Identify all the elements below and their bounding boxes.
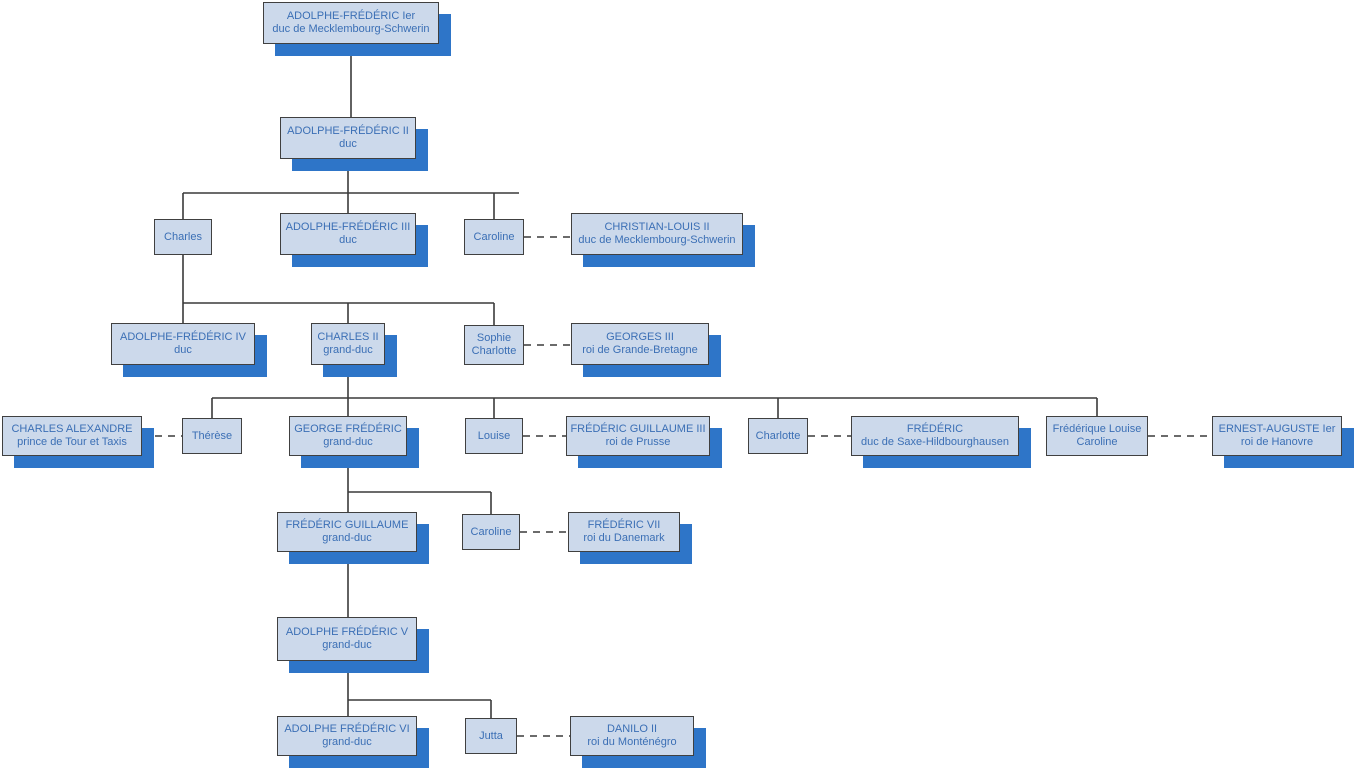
person-name: FRÉDÉRIC VII [587, 519, 661, 531]
person-name: ADOLPHE-FRÉDÉRIC IV [120, 331, 246, 343]
person-node[interactable]: Caroline [464, 219, 524, 255]
person-name: Louise [477, 429, 511, 442]
person-title: grand-duc [322, 639, 372, 651]
person-name: ADOLPHE-FRÉDÉRIC Ier [286, 10, 416, 22]
person-title: grand-duc [323, 344, 373, 356]
person-title: prince de Tour et Taxis [17, 436, 127, 448]
person-name: Caroline [473, 230, 515, 243]
person-name: Jutta [479, 729, 503, 742]
person-title: roi de Grande-Bretagne [582, 344, 698, 356]
person-node[interactable]: Charlotte [748, 418, 808, 454]
person-name: DANILO II [606, 723, 658, 735]
person-node[interactable]: Jutta [465, 718, 517, 754]
person-title: grand-duc [323, 436, 373, 448]
person-node[interactable]: Thérèse [182, 418, 242, 454]
person-title: duc [339, 138, 357, 150]
person-name: ERNEST-AUGUSTE Ier [1218, 423, 1336, 435]
person-title: Charlotte [471, 345, 517, 357]
person-name: Frédérique Louise [1052, 423, 1142, 435]
person-title: duc [339, 234, 357, 246]
person-name: CHARLES ALEXANDRE [11, 423, 133, 435]
person-node[interactable]: Caroline [462, 514, 520, 550]
person-node[interactable]: Louise [465, 418, 523, 454]
person-title: roi de Hanovre [1240, 436, 1314, 448]
person-name: ADOLPHE FRÉDÉRIC VI [284, 723, 410, 735]
person-name: Charlotte [755, 429, 801, 442]
person-name: CHARLES II [317, 331, 379, 343]
person-title: duc de Mecklembourg-Schwerin [272, 23, 430, 35]
person-title: roi de Prusse [605, 436, 671, 448]
person-title: grand-duc [322, 532, 372, 544]
person-name: ADOLPHE-FRÉDÉRIC III [285, 221, 411, 233]
person-name: CHRISTIAN-LOUIS II [604, 221, 710, 233]
person-title: roi du Monténégro [587, 736, 677, 748]
person-name: Charles [164, 230, 202, 243]
person-title: duc de Saxe-Hildbourghausen [861, 436, 1009, 448]
person-title: duc [174, 344, 192, 356]
person-name: FRÉDÉRIC [906, 423, 964, 435]
person-title: grand-duc [322, 736, 372, 748]
person-title: roi du Danemark [583, 532, 665, 544]
person-name: Caroline [470, 525, 512, 538]
person-name: GEORGES III [606, 331, 674, 343]
person-name: FRÉDÉRIC GUILLAUME [285, 519, 409, 531]
person-title: duc de Mecklembourg-Schwerin [578, 234, 736, 246]
person-name: Thérèse [191, 429, 233, 442]
person-name: Sophie [476, 332, 512, 344]
person-name: FRÉDÉRIC GUILLAUME III [570, 423, 706, 435]
person-name: ADOLPHE FRÉDÉRIC V [285, 626, 409, 638]
person-node[interactable]: Charles [154, 219, 212, 255]
person-name: ADOLPHE-FRÉDÉRIC II [287, 125, 409, 137]
person-name: GEORGE FRÉDÉRIC [294, 423, 402, 435]
person-title: Caroline [1076, 436, 1118, 448]
